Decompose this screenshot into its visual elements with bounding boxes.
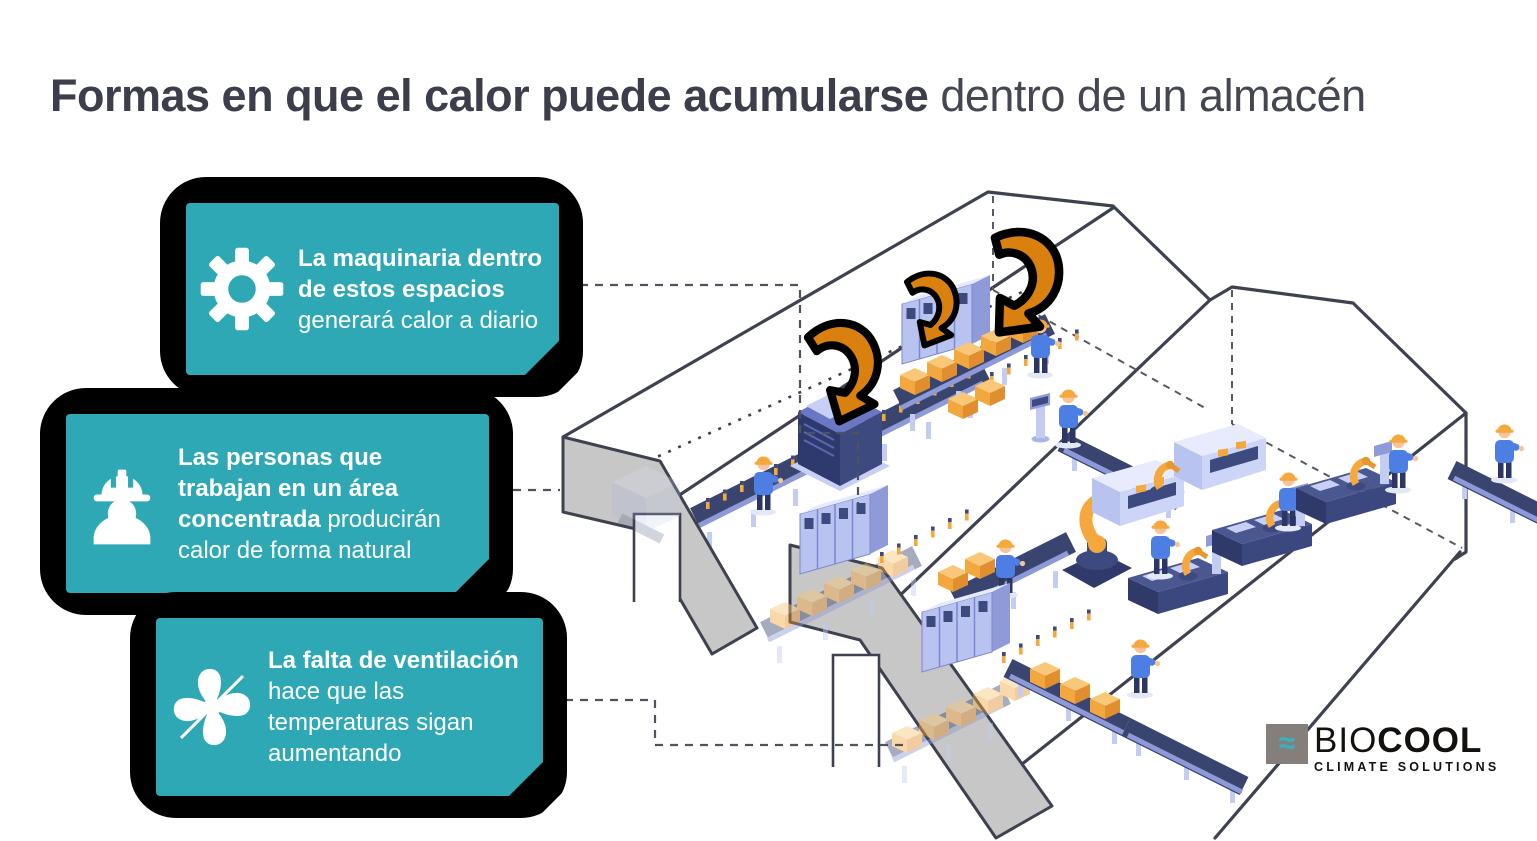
- callout-text: La falta de ventilación hace que las tem…: [268, 645, 543, 769]
- worker: [1127, 639, 1161, 699]
- workstation: [1296, 441, 1396, 524]
- callout-connectors: [498, 283, 905, 747]
- callout-text-bold: La maquinaria dentro de estos espacios: [298, 244, 543, 303]
- logo-tagline: CLIMATE SOLUTIONS: [1314, 760, 1500, 774]
- logo-brand-light: BIO: [1314, 721, 1378, 760]
- callout-text-regular: generará calor a diario: [298, 306, 539, 334]
- connector-machinery: [580, 283, 860, 505]
- callout-panel: La maquinaria dentro de estos espacios g…: [186, 203, 559, 375]
- callout-machinery: La maquinaria dentro de estos espacios g…: [160, 177, 583, 397]
- callout-text: Las personas que trabajan en un área con…: [178, 442, 489, 566]
- control-kiosk: [1030, 393, 1050, 443]
- server-cabinets: [921, 582, 1011, 673]
- logo-brand-bold: COOL: [1377, 721, 1483, 760]
- server-cabinets: [799, 484, 889, 575]
- wave-icon: ≈: [1266, 724, 1308, 764]
- wall-door-notches: [632, 512, 881, 767]
- callout-panel: La falta de ventilación hace que las tem…: [156, 618, 543, 796]
- cnc-machine: [1174, 424, 1266, 490]
- title-emphasis: Formas en que el calor puede acumularse: [50, 70, 929, 121]
- biocool-logo: ≈ BIOCOOL CLIMATE SOLUTIONS: [1266, 721, 1500, 774]
- worker: [1491, 424, 1525, 484]
- fan-icon: [156, 664, 268, 750]
- connector-ventilation: [535, 698, 905, 747]
- callout-ventilation: La falta de ventilación hace que las tem…: [130, 592, 567, 818]
- callout-text-bold: La falta de ventilación: [268, 647, 519, 674]
- construction-worker-icon: [66, 461, 178, 547]
- page-title: Formas en que el calor puede acumularse …: [50, 68, 1366, 124]
- callout-text-bold: Las personas que trabajan en un área con…: [178, 443, 399, 533]
- callout-people: Las personas que trabajan en un área con…: [40, 388, 513, 615]
- logo-wordmark: BIOCOOL: [1314, 721, 1499, 760]
- callout-text: La maquinaria dentro de estos espacios g…: [298, 243, 559, 336]
- logo-text: BIOCOOL CLIMATE SOLUTIONS: [1314, 721, 1500, 774]
- conveyor-belt: [1126, 727, 1244, 803]
- warehouse-floor-edge: [1213, 550, 1462, 840]
- warehouse-eave-hall2: [870, 298, 1212, 624]
- callout-text-regular: producirán calor de forma natural: [178, 505, 441, 564]
- title-rest: dentro de un almacén: [928, 70, 1366, 121]
- gear-icon: [186, 246, 298, 332]
- callout-text-regular: hace que las temperaturas sigan aumentan…: [268, 678, 474, 767]
- warehouse-roofline: [561, 190, 1468, 561]
- logo-symbol: ≈: [1278, 727, 1296, 760]
- callout-panel: Las personas que trabajan en un área con…: [66, 414, 489, 593]
- bottle-rack: [1002, 609, 1091, 663]
